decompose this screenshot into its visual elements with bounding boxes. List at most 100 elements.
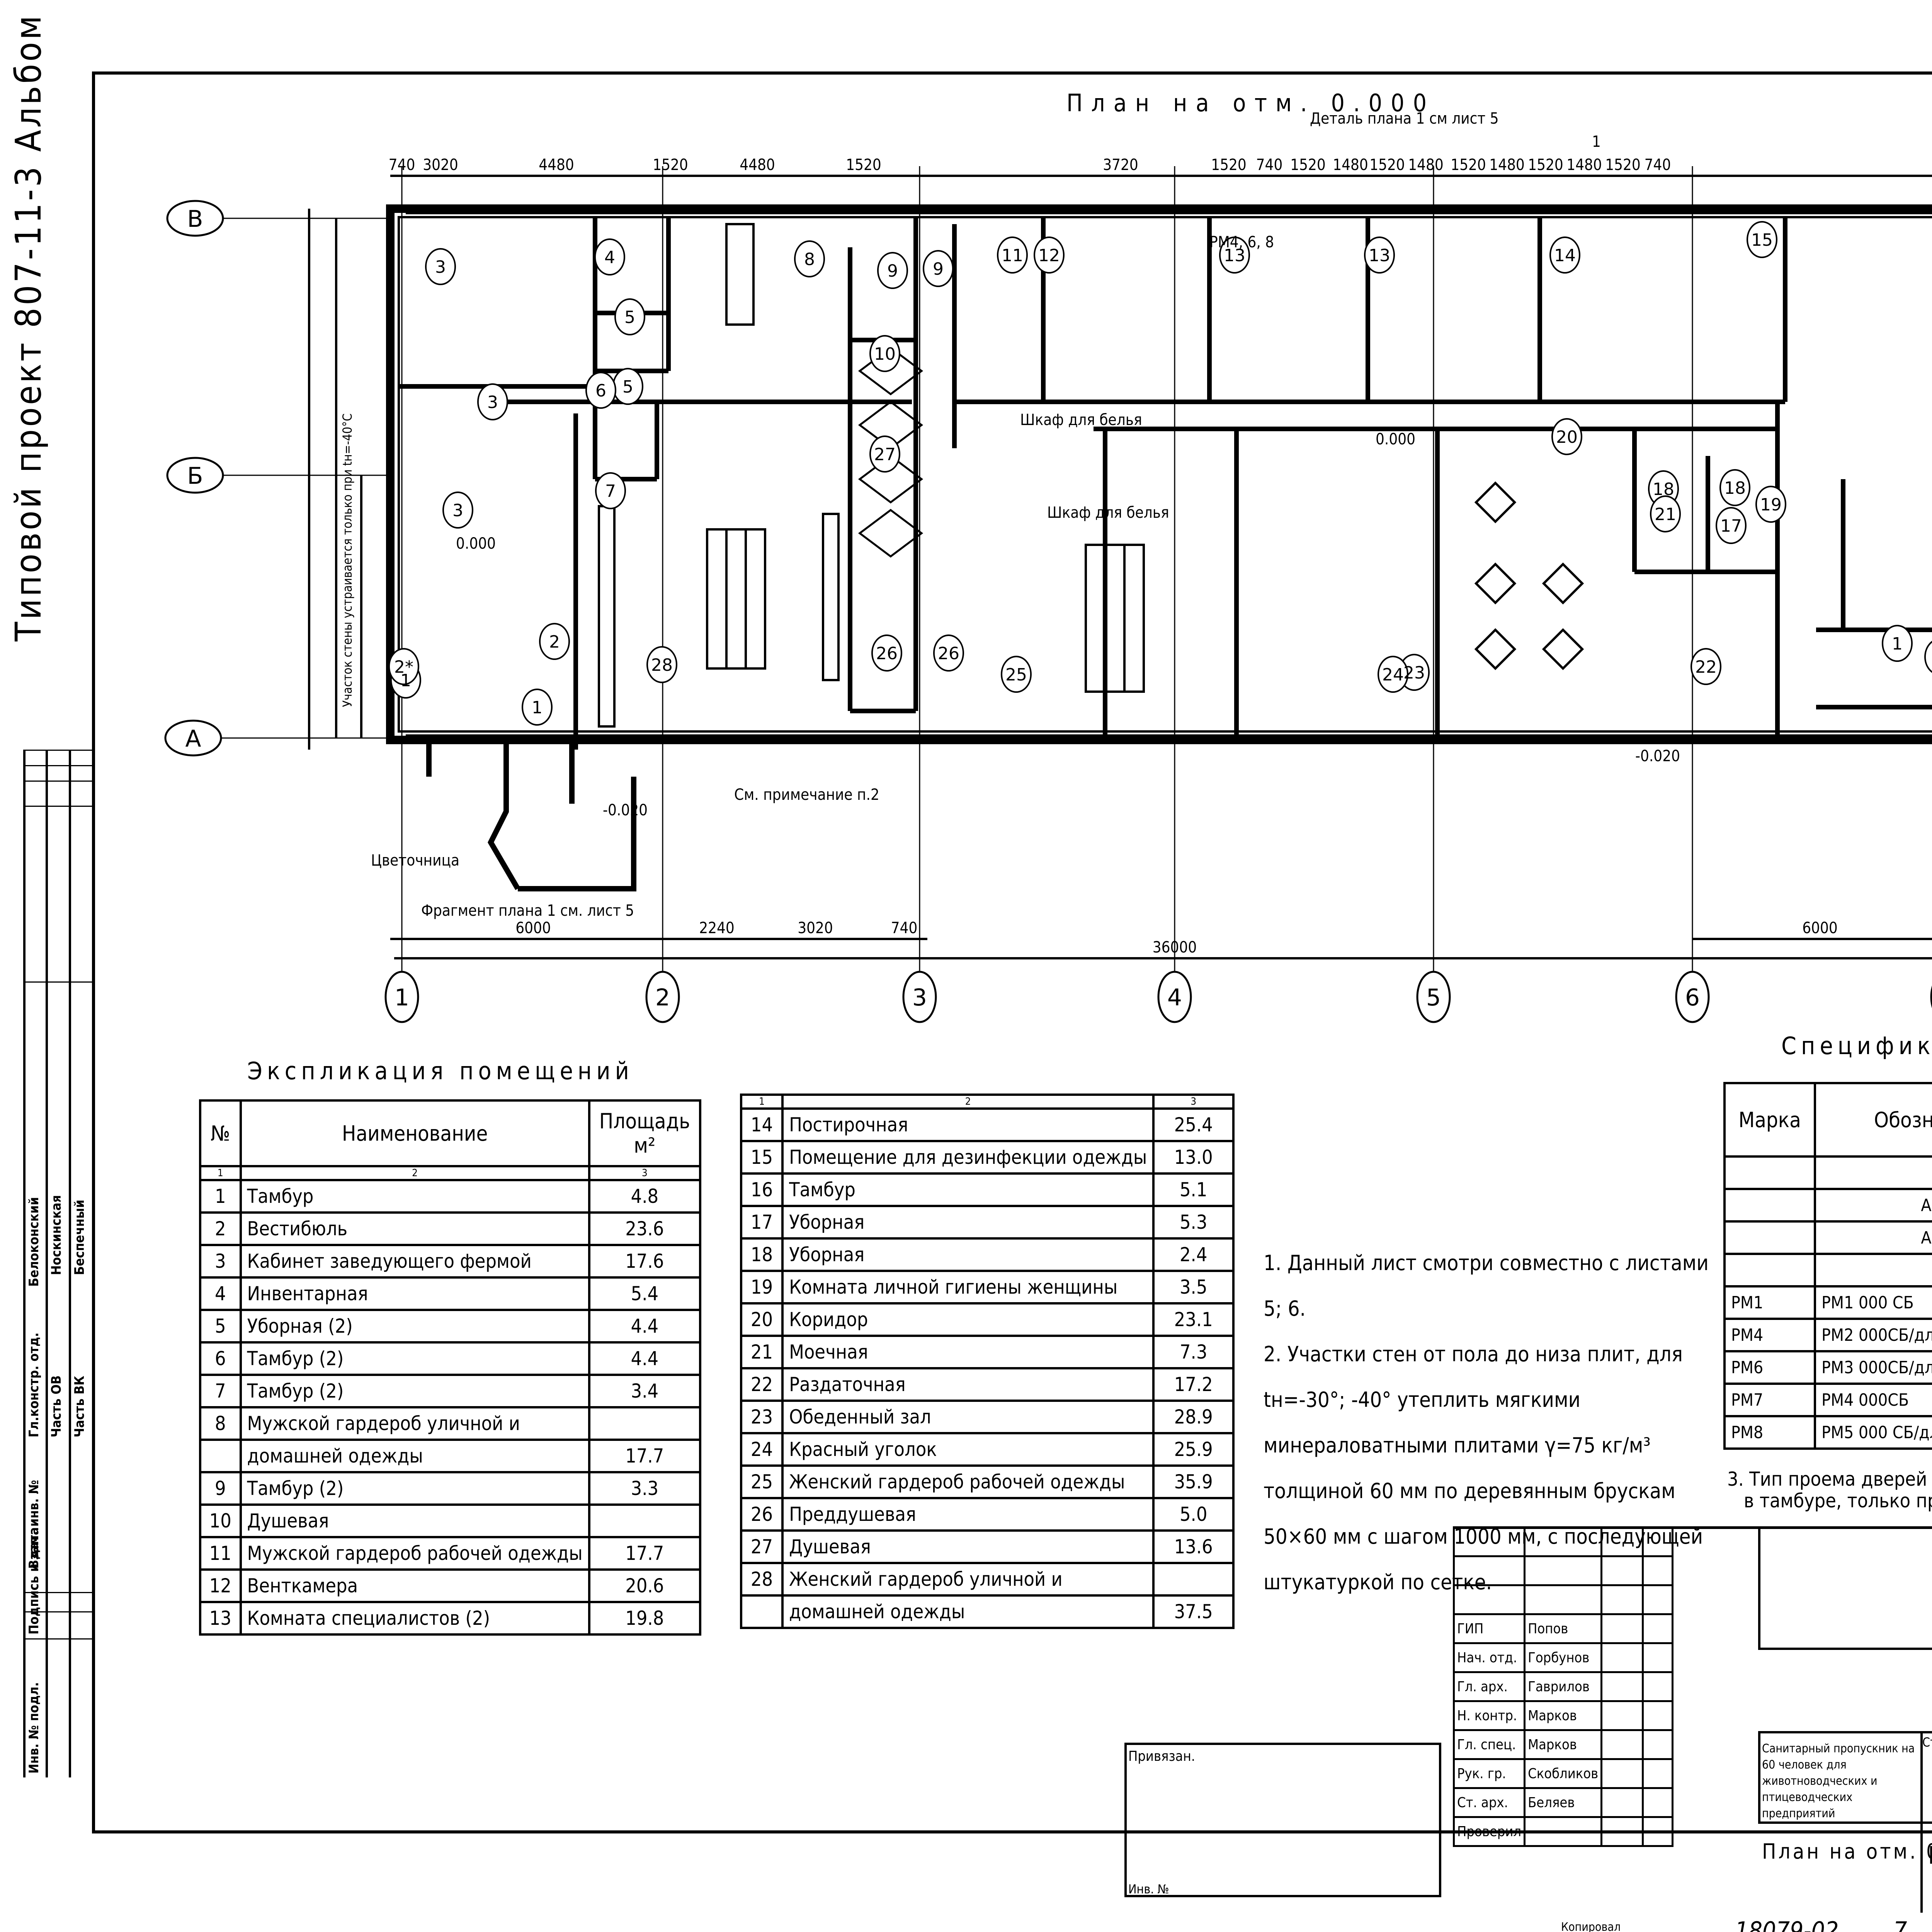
svg-text:2240: 2240: [699, 919, 735, 937]
svg-text:1480: 1480: [1333, 156, 1368, 174]
cell-area: 2.4: [1152, 1237, 1235, 1272]
room-tag: 5: [622, 377, 633, 397]
room-tag: 23: [1403, 663, 1425, 683]
cell-name: Комната специалистов (2): [239, 1601, 590, 1636]
cell-name: Раздаточная: [781, 1367, 1155, 1402]
cell-no: 7: [199, 1374, 242, 1408]
axis-label-5: 5: [1426, 984, 1441, 1011]
svg-text:1520: 1520: [1211, 156, 1247, 174]
cell-area: 19.8: [588, 1601, 702, 1636]
signature-name: Гаврилов: [1524, 1671, 1603, 1702]
cell-no: 24: [740, 1432, 784, 1467]
room-tag: 3: [435, 257, 446, 277]
cell-name: Тамбур (2): [239, 1374, 590, 1408]
cell-no: 13: [199, 1601, 242, 1636]
frame-marks: РМ4, 6, 8: [1209, 233, 1274, 251]
room-tag: 2: [549, 632, 560, 652]
specification-title: Спецификация изделий для венткамеры: [1781, 1032, 1932, 1060]
room-tag: 19: [1760, 495, 1782, 515]
signature-name: Попов: [1524, 1613, 1603, 1644]
axis-label-2: 2: [655, 984, 670, 1011]
room-tag: 1: [1892, 634, 1903, 654]
room-tag: 12: [1038, 246, 1060, 265]
overall-length: 36000: [1153, 939, 1197, 956]
signature-role: Н. контр.: [1452, 1700, 1526, 1731]
svg-text:4480: 4480: [539, 156, 574, 174]
cell-no: [199, 1439, 242, 1473]
cell-name: Уборная (2): [239, 1309, 590, 1344]
col-no: №: [199, 1099, 242, 1167]
axis-label-v: В: [187, 206, 203, 233]
room-tag: 18: [1653, 480, 1674, 499]
cell-name: Венткамера: [239, 1568, 590, 1603]
col-area: Площадь м²: [588, 1099, 702, 1167]
svg-text:-0.020: -0.020: [1635, 747, 1680, 765]
cell-area: 13.6: [1152, 1529, 1235, 1564]
cell-no: 11: [199, 1536, 242, 1571]
section-mark-1: 1: [1592, 133, 1601, 151]
cell-area: 7.3: [1152, 1335, 1235, 1369]
cell-name: Комната личной гигиены женщины: [781, 1270, 1155, 1304]
axis-label-4: 4: [1167, 984, 1182, 1011]
stamp-name-3: Беспечный: [72, 1199, 87, 1275]
spec-designation: АС-4: [1814, 1220, 1932, 1255]
cell-area: 4.4: [588, 1341, 702, 1376]
room-tag: 1: [532, 698, 543, 718]
cell-area: 5.1: [1152, 1172, 1235, 1207]
cell-no: 21: [740, 1335, 784, 1369]
spec-designation: [1814, 1155, 1932, 1190]
cell-name: Тамбур: [239, 1179, 590, 1214]
spec-mark: РМ1: [1723, 1285, 1816, 1320]
cell-name: Уборная: [781, 1205, 1155, 1240]
svg-text:3720: 3720: [1103, 156, 1138, 174]
spec-mark: РМ6: [1723, 1350, 1816, 1385]
signature-row: Рук. гр.Скобликов: [1452, 1758, 1674, 1789]
cell-no: 18: [740, 1237, 784, 1272]
signature-name: Беляев: [1524, 1787, 1603, 1818]
spec-mark: [1723, 1188, 1816, 1223]
cell-no: 3: [199, 1244, 242, 1279]
cell-no: 9: [199, 1471, 242, 1506]
cell-name: Кабинет заведующего фермой: [239, 1244, 590, 1279]
cell-area: [588, 1406, 702, 1441]
signature-role: Проверил: [1452, 1816, 1526, 1847]
flower-box-label: Цветочница: [371, 852, 459, 869]
spec-mark: [1723, 1155, 1816, 1190]
specification-table: Марка Обозначение Наименование Кол. Масс…: [1723, 1082, 1932, 1450]
cell-name: Тамбур: [781, 1172, 1155, 1207]
spec-row: Изделия металлические: [1723, 1253, 1932, 1287]
spec-designation: РМ2 000СБ/для tн=-20°С/: [1814, 1318, 1932, 1352]
copied-label: Копировал: [1561, 1920, 1621, 1932]
room-tag: 17: [1720, 516, 1742, 536]
signature-row: Ст. арх.Беляев: [1452, 1787, 1674, 1818]
signature-row: Нач. отд.Горбунов: [1452, 1642, 1674, 1673]
spec-designation: РМ3 000СБ/для tн=-30°С/: [1814, 1350, 1932, 1385]
inv-no-label: Инв. №: [1128, 1882, 1169, 1896]
cell-name: Женский гардероб уличной и: [781, 1562, 1155, 1597]
cell-area: 37.5: [1152, 1594, 1235, 1629]
room-tag: 13: [1369, 246, 1390, 265]
cell-no: 27: [740, 1529, 784, 1564]
see-note-bottom: См. примечание п.2: [734, 786, 879, 804]
svg-text:1520: 1520: [1369, 156, 1405, 174]
cell-area: 17.6: [588, 1244, 702, 1279]
room-tag: 18: [1724, 478, 1746, 498]
level-vestibule: -0.020: [603, 801, 648, 819]
svg-text:1480: 1480: [1408, 156, 1444, 174]
svg-text:1520: 1520: [1290, 156, 1326, 174]
